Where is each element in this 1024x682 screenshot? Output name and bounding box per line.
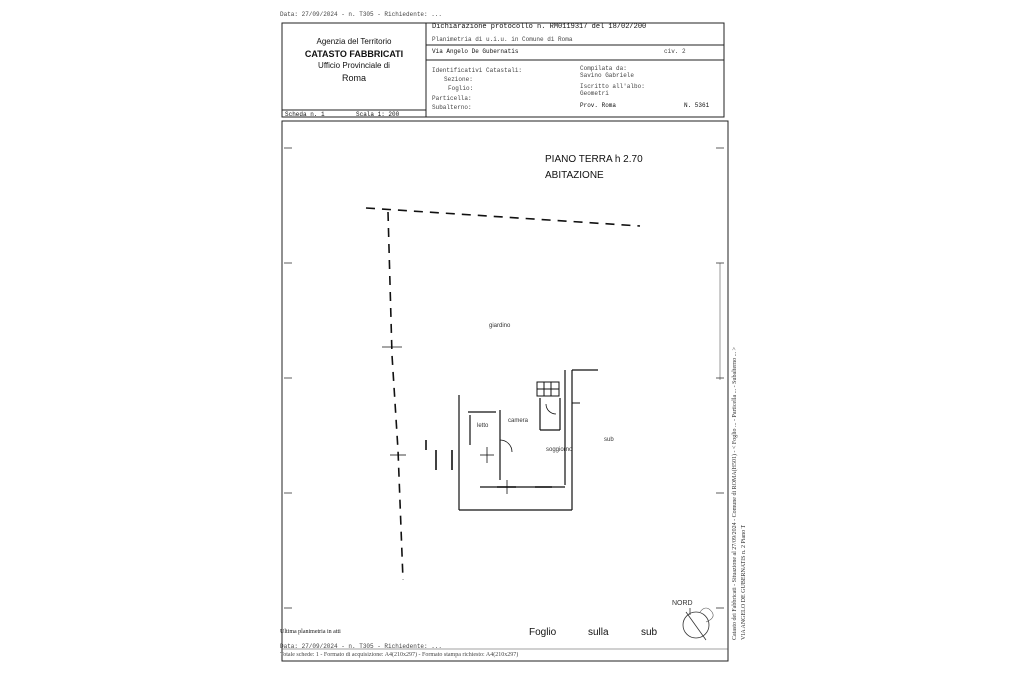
door-swings <box>480 403 557 463</box>
footer-sulla: sulla <box>588 627 609 638</box>
iscritto-value: Geometri <box>580 90 609 97</box>
property-boundary <box>365 207 641 581</box>
windows <box>425 440 552 494</box>
agency-line3: Ufficio Provinciale di <box>318 61 390 70</box>
agency-line2: CATASTO FABBRICATI <box>304 49 404 59</box>
boundary-cross-marks <box>382 346 406 456</box>
footer-stamp-line1: Data: 27/09/2024 - n. T305 - Richiedente… <box>280 643 443 650</box>
footer-foglio: Foglio <box>529 627 557 638</box>
north-arrow-icon <box>682 608 710 641</box>
footer-sub: sub <box>641 627 658 638</box>
compilata-name: Savino Gabriele <box>580 72 635 79</box>
agency-line4: Roma <box>341 73 366 83</box>
side-text-line1: Catasto dei Fabbricati - Situazione al 2… <box>732 346 738 640</box>
civ-text: civ. 2 <box>664 48 686 55</box>
particella-label: Particella: <box>432 95 472 102</box>
subalterno-label: Subalterno: <box>432 104 472 111</box>
room-label-soggiorno: soggiorno <box>546 447 573 453</box>
ultima-planimetria: Ultima planimetria in atti <box>280 629 341 635</box>
prov-text: Prov. Roma <box>580 102 617 109</box>
iscritto-label: Iscritto all'albo: <box>580 83 645 90</box>
north-label: NORD <box>672 600 693 607</box>
foglio-label: Foglio: <box>448 85 474 92</box>
signature-scribble <box>699 607 714 623</box>
margin-ticks <box>284 147 724 609</box>
planimetria-text: Planimetria di u.i.u. in Comune di Roma <box>432 36 573 43</box>
num-text: N. 5361 <box>684 102 710 109</box>
floor-label: PIANO TERRA h 2.70 <box>545 154 643 165</box>
sezione-label: Sezione: <box>444 76 473 83</box>
protocol-text: Dichiarazione protocollo n. RM0119317 de… <box>432 23 647 31</box>
room-label-giardino: giardino <box>489 323 511 329</box>
footer-stamp-line2: Totale schede: 1 - Formato di acquisizio… <box>280 652 519 658</box>
header-frame <box>281 22 725 118</box>
side-text-line2: VIA ANGELO DE GUBERNATIS n. 2 Piano T <box>741 524 747 640</box>
top-stamp: Data: 27/09/2024 - n. T305 - Richiedente… <box>280 11 443 18</box>
agency-line1: Agenzia del Territorio <box>316 37 392 46</box>
address-text: Via Angelo De Gubernatis <box>432 48 519 55</box>
scala-text: Scala 1: 200 <box>356 111 400 118</box>
use-label: ABITAZIONE <box>545 170 604 181</box>
drawing-frame <box>281 120 729 662</box>
room-label-camera: camera <box>508 418 529 424</box>
identificativi-label: Identificativi Catastali: <box>432 67 523 74</box>
building-walls <box>458 369 598 511</box>
compilata-label: Compilata da: <box>580 65 627 72</box>
room-label-sub: sub <box>604 437 614 443</box>
scheda-text: Scheda n. 1 <box>285 111 325 118</box>
stair <box>536 381 580 404</box>
room-label-letto: letto <box>477 423 489 429</box>
